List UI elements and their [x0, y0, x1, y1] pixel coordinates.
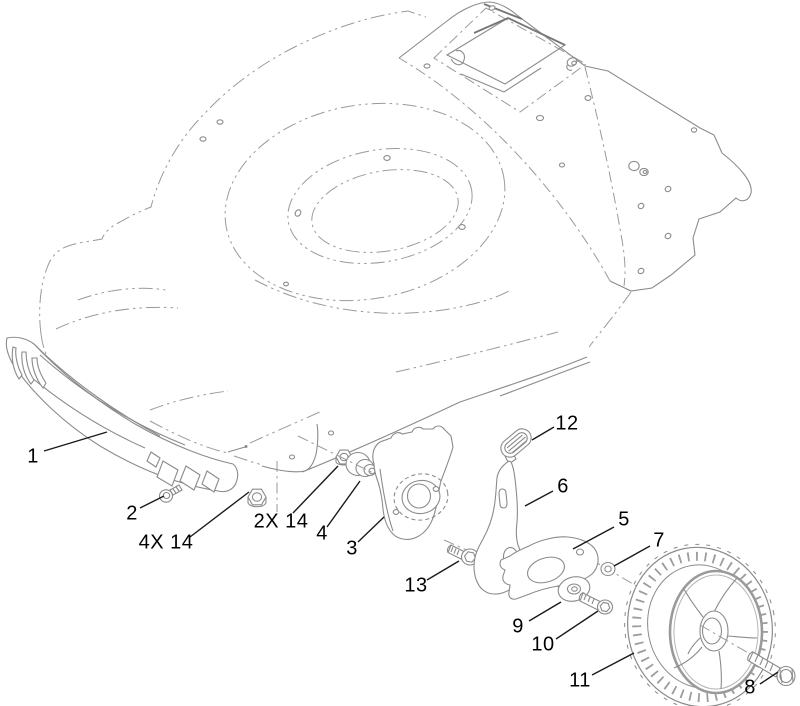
part-13-bolt	[446, 544, 480, 566]
wheel-spokes	[673, 577, 758, 690]
housing-holes	[423, 5, 698, 275]
leader-line-4x14	[189, 491, 250, 538]
leader-line-5	[572, 526, 615, 550]
part-14-nut-4x	[247, 488, 267, 508]
part-3-adjuster-plate	[372, 425, 454, 540]
part-4-bushing	[345, 451, 377, 478]
bumper-datum-point	[244, 445, 248, 448]
leader-line-8	[759, 671, 779, 685]
leader-line-2x14	[292, 465, 339, 514]
bumper-right-slots	[146, 451, 220, 493]
cable-keyhole-slot	[628, 160, 649, 177]
part-10-bolt	[578, 592, 614, 615]
callout-label-3: 3	[346, 537, 358, 560]
part-7-washer	[600, 561, 616, 577]
leader-line-4	[326, 480, 361, 528]
callout-label-12: 12	[555, 412, 579, 435]
part-1-front-bumper	[5, 336, 248, 493]
leader-line-3	[357, 516, 385, 543]
callout-label-10: 10	[531, 633, 555, 656]
callout-label-4: 4	[316, 522, 328, 545]
handle-mount-cutout	[445, 3, 567, 93]
grommet-swirl	[566, 57, 578, 71]
leader-line-11	[591, 652, 635, 676]
callout-label-8: 8	[744, 676, 756, 699]
leader-line-12	[531, 426, 555, 441]
leader-line-10	[555, 610, 599, 640]
callout-label-4x14: 4X 14	[138, 531, 194, 554]
leader-line-2	[139, 495, 165, 509]
leader-line-7	[613, 545, 651, 567]
callout-label-13: 13	[404, 574, 428, 597]
leader-line-9	[528, 601, 562, 622]
callout-label-11: 11	[569, 669, 591, 692]
callout-label-2x14: 2X 14	[253, 510, 309, 533]
callout-label-5: 5	[618, 508, 630, 531]
rear-housing	[398, 1, 752, 292]
callout-leader-lines	[43, 426, 779, 685]
bumper-left-slots	[11, 346, 47, 389]
part-2-screw	[158, 484, 183, 503]
part-8-bolt	[747, 651, 796, 687]
callout-label-6: 6	[557, 475, 569, 498]
leader-line-6	[524, 490, 554, 507]
deck-bolt-holes	[199, 62, 466, 287]
callout-label-9: 9	[512, 615, 524, 638]
callout-label-2: 2	[126, 502, 138, 525]
callout-label-1: 1	[27, 445, 39, 468]
callout-label-7: 7	[653, 529, 665, 552]
part-11-wheel	[624, 543, 776, 706]
bumper-datum-line	[227, 446, 246, 453]
part-5-wheel-bracket	[499, 536, 599, 600]
leader-line-13	[426, 560, 460, 581]
leader-line-1	[43, 431, 108, 452]
part-12-lever-grip	[500, 428, 532, 465]
